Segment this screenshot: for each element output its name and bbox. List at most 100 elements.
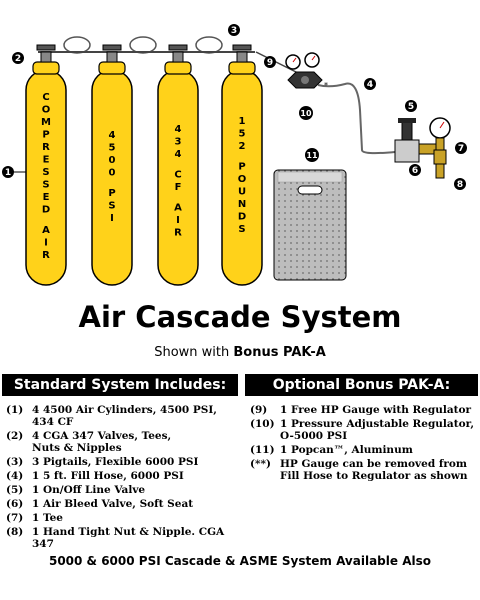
cylinder-label-char: 1 <box>239 116 246 127</box>
item-line: 4 4500 Air Cylinders, 4500 PSI, <box>32 404 217 416</box>
cylinder-label-char: P <box>238 162 245 173</box>
list-item: (2) 4 CGA 347 Valves, Tees,Nuts & Nipples <box>6 430 238 454</box>
svg-text:6: 6 <box>412 166 418 176</box>
cylinder-label-char: S <box>42 180 49 191</box>
cylinder-label-char: R <box>42 142 50 153</box>
item-line: 1 Tee <box>32 512 63 524</box>
item-line: 1 Popcan™, Aluminum <box>280 444 413 456</box>
cylinder-label-char: 5 <box>109 143 116 154</box>
callout-11: 11 <box>305 148 319 162</box>
list-item: (5)1 On/Off Line Valve <box>6 484 238 496</box>
item-line: 1 5 ft. Fill Hose, 6000 PSI <box>32 470 184 482</box>
cylinder-label-char: 4 <box>175 149 182 160</box>
valve-assembly <box>394 117 451 179</box>
svg-text:10: 10 <box>300 109 312 118</box>
subtitle-bold: Bonus PAK-A <box>233 345 326 360</box>
footer-note: 5000 & 6000 PSI Cascade & ASME System Av… <box>48 554 431 568</box>
fill-hose <box>317 82 396 155</box>
subtitle-prefix: Shown with <box>154 345 234 360</box>
item-line: HP Gauge can be removed from <box>280 458 467 470</box>
item-number: (3) <box>6 456 24 468</box>
item-number: (6) <box>6 498 24 510</box>
svg-text:11: 11 <box>306 151 318 160</box>
cylinder-label-char <box>176 157 179 168</box>
callout-4: 4 <box>364 78 376 90</box>
cylinder-label-char: 4 <box>109 130 116 141</box>
cylinder-label-char: D <box>42 205 50 216</box>
pigtails <box>63 36 223 54</box>
cylinder-label-char <box>240 149 243 160</box>
item-line: O-5000 PSI <box>280 430 348 442</box>
cylinder-label-char: O <box>42 105 51 116</box>
svg-text:4: 4 <box>367 80 373 90</box>
list-item: (3) 3 Pigtails, Flexible 6000 PSI <box>6 456 238 468</box>
item-number: (7) <box>6 512 24 524</box>
cylinder-label-char: 4 <box>175 124 182 135</box>
item-text: 1 Tee <box>32 512 238 524</box>
list-item: (10) 1 Pressure Adjustable Regulator,O-50… <box>250 418 476 442</box>
item-number: (**) <box>250 458 271 470</box>
cylinder-label-char: A <box>174 203 182 214</box>
item-number: (2) <box>6 430 24 442</box>
cylinder-label-char: S <box>238 224 245 235</box>
item-line: 3 Pigtails, Flexible 6000 PSI <box>32 456 199 468</box>
svg-text:1: 1 <box>5 168 11 178</box>
cylinder-label-char <box>110 176 113 187</box>
cylinder-label-char: I <box>110 213 114 224</box>
callout-8: 8 <box>454 178 466 190</box>
cylinder-label-char: E <box>43 155 50 166</box>
callout-5: 5 <box>405 100 417 112</box>
cylinder-label-char: 2 <box>239 141 246 152</box>
list-item: (6) 1 Air Bleed Valve, Soft Seat <box>6 498 238 510</box>
cylinder-label-char: C <box>42 92 49 103</box>
item-number: (8) <box>6 526 24 538</box>
svg-text:2: 2 <box>15 54 21 64</box>
page-title: Air Cascade System <box>78 300 402 334</box>
cylinder-label-char: U <box>238 187 246 198</box>
cylinder-label-char <box>44 213 47 224</box>
optional-header: Optional Bonus PAK-A: <box>245 374 478 396</box>
svg-text:8: 8 <box>457 180 463 190</box>
item-text: 1 5 ft. Fill Hose, 6000 PSI <box>32 470 238 482</box>
cylinder-label-char: M <box>41 117 51 128</box>
callout-9: 9 <box>264 56 276 68</box>
cylinder-label-char: I <box>44 238 48 249</box>
item-line: 1 Pressure Adjustable Regulator, <box>280 418 474 430</box>
standard-list: (1) 4 4500 Air Cylinders, 4500 PSI,434 CF… <box>6 404 238 552</box>
item-text: 4 4500 Air Cylinders, 4500 PSI,434 CF <box>32 404 238 428</box>
cylinder-label-char: E <box>43 192 50 203</box>
item-number: (10) <box>250 418 275 430</box>
item-number: (5) <box>6 484 24 496</box>
item-line: 1 Hand Tight Nut & Nipple. CGA 347 <box>32 526 225 550</box>
list-item: (1) 4 4500 Air Cylinders, 4500 PSI,434 CF <box>6 404 238 428</box>
svg-text:3: 3 <box>231 26 237 36</box>
cylinder-label-char: D <box>238 212 246 223</box>
callout-2: 2 <box>12 52 24 64</box>
item-number: (1) <box>6 404 24 416</box>
cylinder-label-char: 5 <box>239 129 246 140</box>
item-text: 1 Free HP Gauge with Regulator <box>280 404 476 416</box>
callout-10: 10 <box>299 106 313 120</box>
cylinder-label-char: 3 <box>175 137 182 148</box>
item-text: 1 Air Bleed Valve, Soft Seat <box>32 498 238 510</box>
list-item: (11)1 Popcan™, Aluminum <box>250 444 476 456</box>
item-text: 4 CGA 347 Valves, Tees,Nuts & Nipples <box>32 430 238 454</box>
item-text: 1 Hand Tight Nut & Nipple. CGA 347 <box>32 526 238 550</box>
item-number: (4) <box>6 470 24 482</box>
regulator-line <box>255 51 301 75</box>
item-text: 3 Pigtails, Flexible 6000 PSI <box>32 456 238 468</box>
callout-6: 6 <box>409 164 421 176</box>
cylinder-label-char: 0 <box>109 168 116 179</box>
regulator: * <box>285 52 328 90</box>
popcan <box>273 169 347 281</box>
cylinder-label-char: C <box>174 170 181 181</box>
item-line: 434 CF <box>32 416 74 428</box>
subtitle: Shown with Bonus PAK-A <box>0 345 480 360</box>
